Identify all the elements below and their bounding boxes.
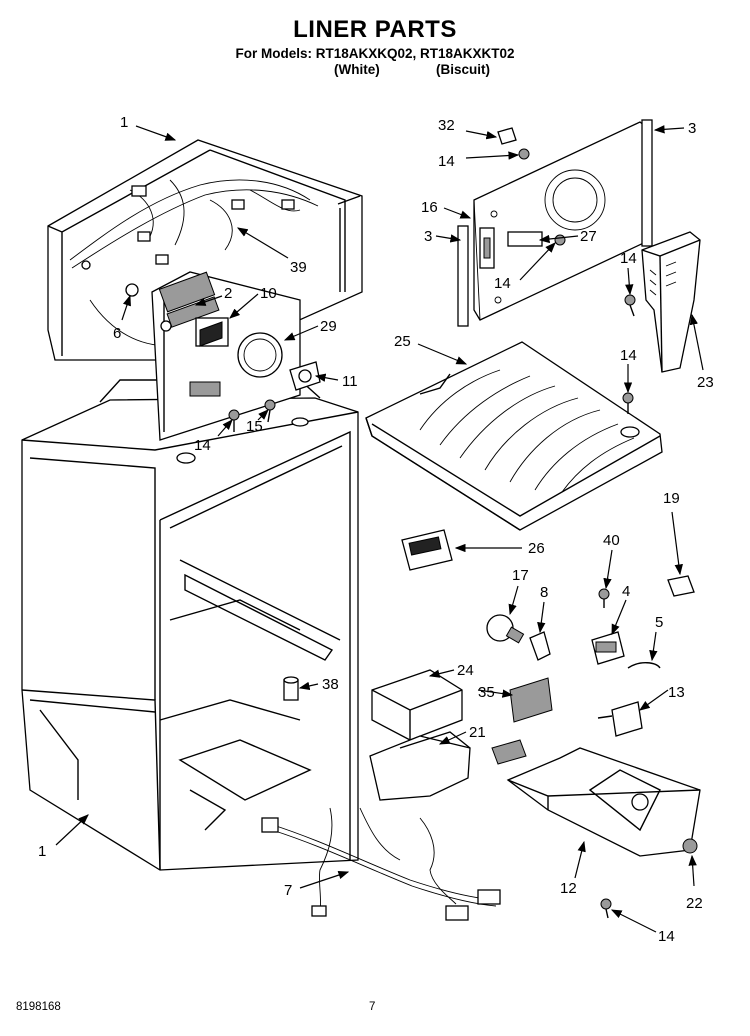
control-bracket (151, 271, 301, 441)
bracket-part-35 (509, 677, 553, 723)
gasket-strip-part-3-left (457, 225, 469, 327)
damper-part-24 (371, 669, 463, 741)
wire-harness-part-7 (261, 807, 501, 921)
callout-4: 4 (622, 583, 630, 600)
color-biscuit-label: (Biscuit) (436, 62, 490, 77)
thermostat-part-13 (597, 701, 643, 737)
callout-40: 40 (603, 532, 620, 549)
callout-16: 16 (421, 199, 438, 216)
callout-2: 2 (224, 285, 232, 302)
callout-26: 26 (528, 540, 545, 557)
callout-23: 23 (697, 374, 714, 391)
screw-part-14-e (622, 392, 634, 414)
callout-38: 38 (322, 676, 339, 693)
refrigerator-liner (21, 379, 359, 871)
callout-3-right: 3 (688, 120, 696, 137)
callout-19: 19 (663, 490, 680, 507)
knob-part-22 (682, 838, 698, 854)
screw-part-14-f (600, 898, 612, 919)
light-housing-part-12 (491, 739, 701, 857)
callout-8: 8 (540, 584, 548, 601)
callout-15: 15 (246, 418, 263, 435)
callout-21: 21 (469, 724, 486, 741)
callout-3-left: 3 (424, 228, 432, 245)
light-bulb-part-17 (486, 614, 525, 644)
support-part-38 (283, 676, 299, 701)
callout-14-d: 14 (620, 250, 637, 267)
screw-part-14-c (554, 234, 566, 246)
callout-27: 27 (580, 228, 597, 245)
screw-part-14-b (518, 148, 530, 160)
callout-14-c: 14 (494, 275, 511, 292)
color-white-label: (White) (334, 62, 380, 77)
evaporator-tray-part-25 (365, 341, 663, 531)
callout-1-bottom: 1 (38, 843, 46, 860)
callout-35: 35 (478, 684, 495, 701)
screw-part-14-a (228, 409, 240, 432)
screw-part-15 (264, 399, 276, 423)
connector-part-26 (401, 529, 453, 571)
document-number: 8198168 (16, 1001, 61, 1013)
spring-part-5 (627, 662, 661, 669)
callout-14-b: 14 (438, 153, 455, 170)
page-title: LINER PARTS (293, 16, 457, 43)
callout-5: 5 (655, 614, 663, 631)
switch-part-4 (591, 631, 625, 665)
callout-1-top: 1 (120, 114, 128, 131)
screw-part-40 (598, 588, 610, 608)
callout-25: 25 (394, 333, 411, 350)
thermostat-knob-part-11 (289, 361, 321, 391)
screw-part-14-d (624, 294, 636, 317)
page-number: 7 (369, 1001, 376, 1013)
callout-14-f: 14 (658, 928, 675, 945)
clip-part-19 (667, 575, 695, 597)
damper-cover-part-21 (369, 731, 471, 801)
callout-11: 11 (342, 373, 358, 390)
leader-lines (55, 125, 704, 933)
callout-10: 10 (260, 285, 277, 302)
callout-24: 24 (457, 662, 474, 679)
callout-14-e: 14 (620, 347, 637, 364)
model-numbers: For Models: RT18AKXKQ02, RT18AKXKT02 (235, 46, 515, 61)
callout-numbers: 1 1 2 10 29 11 39 6 14 15 3 32 14 16 3 2… (38, 114, 714, 945)
bumper-part-32 (497, 127, 517, 145)
callout-29: 29 (320, 318, 337, 335)
callout-13: 13 (668, 684, 685, 701)
socket-part-8 (529, 631, 551, 661)
callout-22: 22 (686, 895, 703, 912)
callout-14-a: 14 (194, 437, 211, 454)
callout-7: 7 (284, 882, 292, 899)
callout-32: 32 (438, 117, 455, 134)
callout-12: 12 (560, 880, 577, 897)
gasket-strip-part-3-right (641, 119, 653, 247)
callout-39: 39 (290, 259, 307, 276)
air-duct-part-23 (641, 231, 701, 373)
callout-6: 6 (113, 325, 121, 342)
callout-17: 17 (512, 567, 529, 584)
